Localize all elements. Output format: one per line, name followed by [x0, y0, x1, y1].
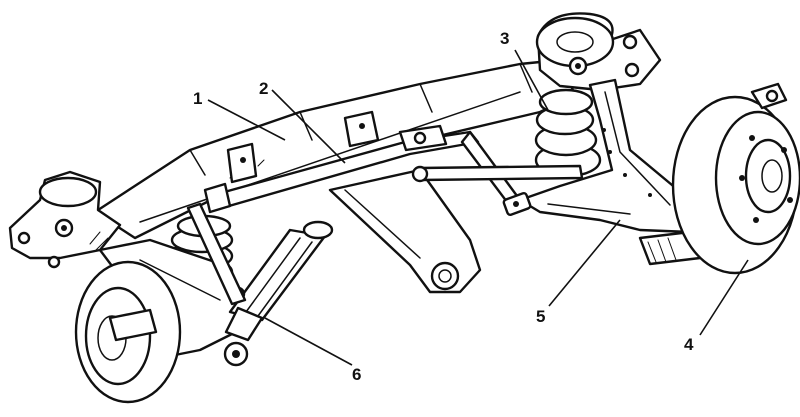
- callout-1: 1: [193, 89, 202, 108]
- leader-1: [207, 99, 286, 141]
- right-coil-spring: [534, 88, 602, 178]
- leader-6: [264, 317, 353, 366]
- callout-6: 6: [352, 365, 361, 384]
- left-mount-bracket: [8, 170, 122, 269]
- callout-2: 2: [259, 79, 268, 98]
- leader-3: [514, 49, 549, 111]
- callout-5: 5: [536, 307, 545, 326]
- callout-4: 4: [684, 335, 694, 354]
- leader-lines: [207, 49, 749, 366]
- right-wheel-hub: [671, 82, 800, 275]
- right-mount-bracket: [535, 12, 662, 92]
- link-rod: [411, 164, 584, 183]
- callout-labels: 1 2 3 4 5 6: [193, 29, 694, 384]
- leader-2: [271, 89, 346, 164]
- callout-3: 3: [500, 29, 509, 48]
- leader-5: [548, 219, 621, 307]
- leader-4: [699, 259, 749, 336]
- center-plate: [328, 168, 482, 294]
- crossmember: [93, 58, 577, 240]
- right-control-arm: [518, 78, 692, 234]
- left-wheel-hub: [74, 260, 182, 404]
- shock-absorber: [186, 202, 334, 342]
